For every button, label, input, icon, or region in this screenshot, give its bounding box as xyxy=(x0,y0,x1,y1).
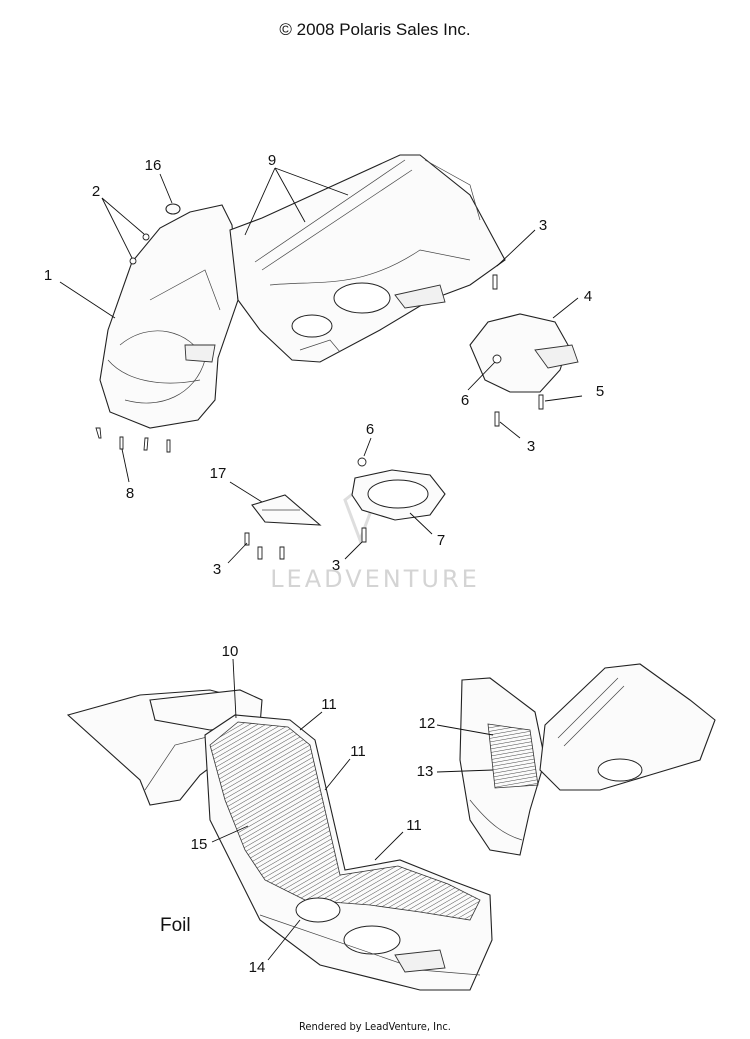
part-9-floor-panel xyxy=(229,154,506,363)
callout-1: 1 xyxy=(44,267,52,284)
callout-numbers: 1 2 16 9 3 4 6 5 3 8 6 17 7 3 3 10 11 11… xyxy=(44,152,604,976)
part-4-plate xyxy=(469,313,579,393)
leader-lines xyxy=(59,167,583,961)
watermark-logo: LEADVENTURE xyxy=(270,486,480,593)
rendered-by-text: Rendered by LeadVenture, Inc. xyxy=(299,1020,451,1033)
callout-15: 15 xyxy=(191,836,208,853)
callout-14: 14 xyxy=(249,959,266,976)
callout-4: 4 xyxy=(584,288,592,305)
copyright-text: © 2008 Polaris Sales Inc. xyxy=(279,20,471,39)
callout-6-mid: 6 xyxy=(366,421,374,438)
part-3-screws-top xyxy=(492,274,544,427)
callout-11-bottom: 11 xyxy=(406,817,422,834)
watermark-text: LEADVENTURE xyxy=(270,565,480,593)
part-3-screws-bottom xyxy=(244,527,367,560)
part-8-rivets xyxy=(95,427,171,453)
foil-label: Foil xyxy=(160,915,191,936)
callout-6-top: 6 xyxy=(461,392,469,409)
callout-13: 13 xyxy=(417,763,434,780)
part-6-nut xyxy=(357,457,367,467)
callout-17: 17 xyxy=(210,465,227,482)
part-16-grommet xyxy=(165,203,181,215)
part-1-left-fender xyxy=(99,204,239,429)
callout-3-top: 3 xyxy=(539,217,547,234)
part-17-bracket xyxy=(251,494,322,526)
callout-3-right: 3 xyxy=(527,438,535,455)
callout-9: 9 xyxy=(268,152,276,169)
callout-16: 16 xyxy=(145,157,162,174)
part-2-fasteners xyxy=(129,233,150,265)
callout-12: 12 xyxy=(419,715,436,732)
callout-5: 5 xyxy=(596,383,604,400)
foil-assembly-main xyxy=(66,689,493,991)
callout-10: 10 xyxy=(222,643,239,660)
callout-3-left: 3 xyxy=(213,561,221,578)
part-7-ring-plate xyxy=(351,469,446,521)
foil-assembly-side xyxy=(459,663,716,856)
callout-8: 8 xyxy=(126,485,134,502)
callout-11-top: 11 xyxy=(321,696,337,713)
callout-2: 2 xyxy=(92,183,100,200)
callout-11-mid: 11 xyxy=(350,743,366,760)
callout-3-mid: 3 xyxy=(332,557,340,574)
callout-7: 7 xyxy=(437,532,445,549)
